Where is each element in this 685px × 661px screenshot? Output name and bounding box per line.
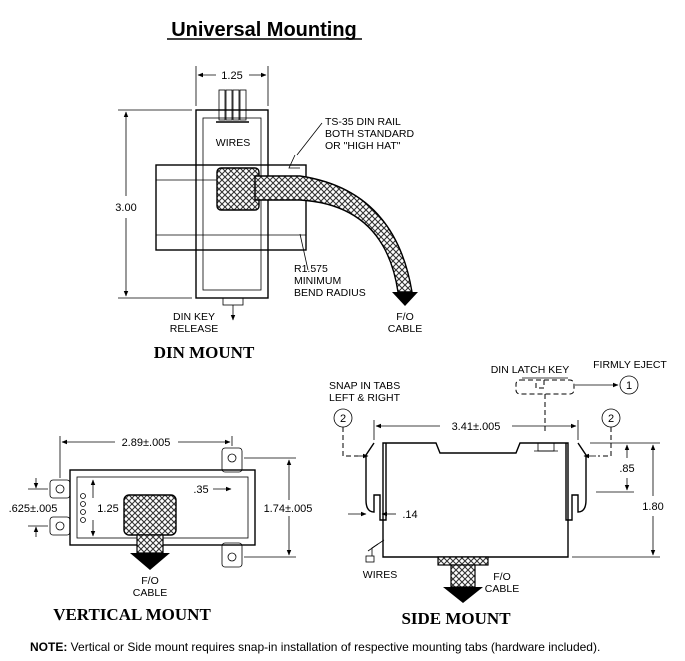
note-text: Vertical or Side mount requires snap-in … [67, 640, 600, 654]
din-cable-label-1: F/O [396, 311, 414, 323]
side-tab-right [565, 442, 587, 521]
din-rail [155, 164, 307, 251]
din-cable-connector [216, 167, 260, 211]
side-gap-dim: .14 [402, 509, 417, 521]
side-tab-left [365, 442, 387, 521]
din-width-dim: 1.25 [221, 70, 242, 82]
din-bend-label-3: BEND RADIUS [294, 287, 366, 299]
din-rail-label-2: BOTH STANDARD [325, 128, 414, 140]
din-rail-label-1: TS-35 DIN RAIL [325, 116, 401, 128]
side-cable-label-2: CABLE [485, 583, 519, 595]
din-rail-label-3: OR "HIGH HAT" [325, 140, 401, 152]
side-tab-num-right: 2 [608, 413, 614, 425]
vertical-inner-dim: 1.25 [97, 503, 118, 515]
page-title: Universal Mounting [171, 19, 357, 41]
vertical-height-dim: 1.74±.005 [264, 503, 313, 515]
vertical-left-dim: .625±.005 [9, 503, 58, 515]
din-mount: WIRES TS-35 DIN RAIL BOTH STANDARD OR "H… [115, 66, 422, 362]
side-mount: DIN LATCH KEY FIRMLY EJECT 1 SNAP IN TAB… [329, 359, 667, 628]
din-wires-label: WIRES [216, 137, 250, 149]
din-key-label-2: RELEASE [170, 323, 218, 335]
note: NOTE: Vertical or Side mount requires sn… [30, 640, 600, 654]
side-height-dim: 1.80 [642, 501, 663, 513]
din-bend-label-1: R1.575 [294, 263, 328, 275]
side-eject-num: 1 [626, 380, 632, 392]
note-prefix: NOTE: [30, 640, 67, 654]
din-bend-label-2: MINIMUM [294, 275, 341, 287]
side-latch-key [515, 379, 575, 395]
side-cable-label-1: F/O [493, 571, 511, 583]
vertical-cable-label-1: F/O [141, 575, 159, 587]
side-wires-label: WIRES [363, 569, 397, 581]
side-cable-connector [437, 556, 489, 566]
din-key [222, 297, 244, 306]
side-tab-num-left: 2 [340, 413, 346, 425]
din-height-dim: 3.00 [115, 202, 136, 214]
din-cable-label-2: CABLE [388, 323, 422, 335]
side-tabs-label-1: SNAP IN TABS [329, 380, 400, 392]
vertical-cable-label-2: CABLE [133, 587, 167, 599]
side-latch-label: DIN LATCH KEY [491, 364, 570, 376]
vertical-offset-dim: .35 [193, 484, 208, 496]
side-eject-label: FIRMLY EJECT [593, 359, 667, 371]
side-eject-num-circle [619, 375, 639, 395]
side-caption: SIDE MOUNT [401, 609, 511, 628]
side-tabs-label-2: LEFT & RIGHT [329, 392, 401, 404]
side-small-height-dim: .85 [619, 463, 634, 475]
side-cable [450, 564, 476, 588]
vertical-cable-connector [123, 494, 177, 536]
vertical-cable [136, 534, 164, 554]
vertical-mount: F/O CABLE 2.89±.005 1.74±.005 .625±.005 … [9, 436, 313, 624]
din-key-label-1: DIN KEY [173, 311, 215, 323]
vertical-caption: VERTICAL MOUNT [53, 605, 211, 624]
side-module-body [382, 442, 569, 558]
side-width-dim: 3.41±.005 [452, 421, 501, 433]
din-caption: DIN MOUNT [154, 343, 255, 362]
vertical-width-dim: 2.89±.005 [122, 437, 171, 449]
